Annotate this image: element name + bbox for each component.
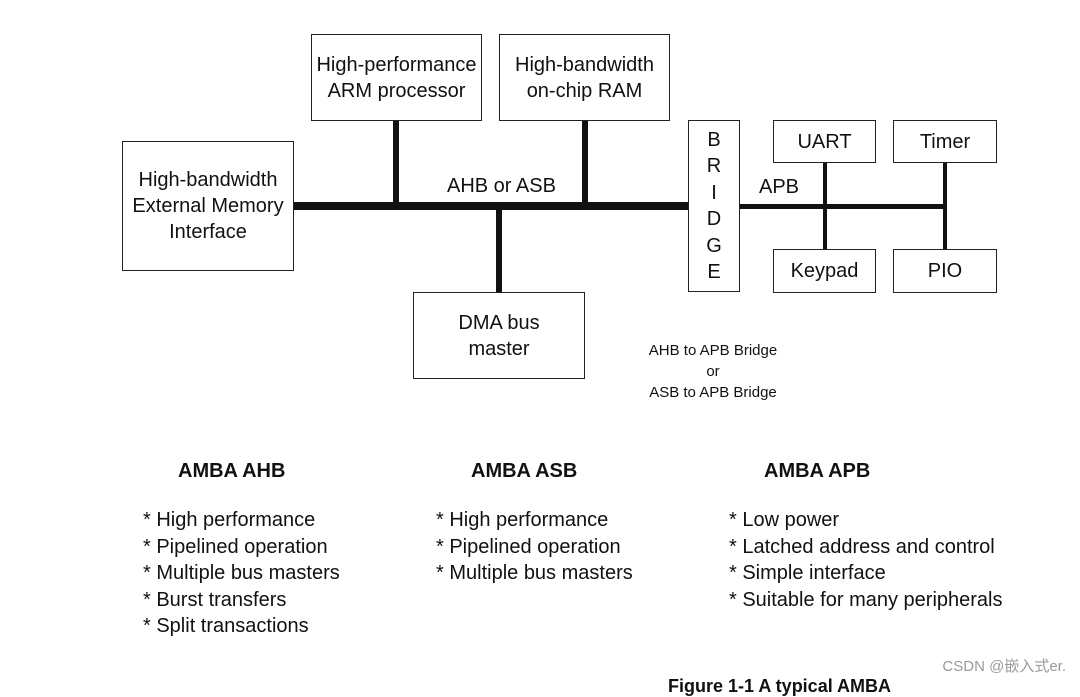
list-item: * Low power: [729, 509, 840, 531]
keypad-block: Keypad: [773, 249, 876, 293]
external-memory-label: High-bandwidth External Memory Interface: [132, 169, 284, 243]
keypad-label: Keypad: [790, 260, 859, 282]
list-item: * Simple interface: [729, 562, 886, 584]
arm-connector: [393, 120, 399, 208]
arm-processor-block: High-performance ARM processor: [311, 34, 482, 121]
list-item: * High performance: [436, 509, 609, 531]
bridge-letter: G: [706, 234, 722, 257]
arm-processor-label: High-performance ARM processor: [316, 53, 477, 102]
list-item: * Multiple bus masters: [143, 562, 340, 584]
bridge-letter: I: [711, 181, 717, 204]
column-title-asb: AMBA ASB: [471, 460, 578, 482]
list-item: * Split transactions: [143, 615, 309, 637]
uart-block: UART: [773, 120, 876, 163]
external-memory-block: High-bandwidth External Memory Interface: [122, 141, 294, 271]
figure-caption: Figure 1-1 A typical AMBA: [668, 676, 892, 696]
ahb-bus-label: AHB or ASB: [447, 175, 556, 197]
feature-list-asb: * High performance * Pipelined operation…: [436, 507, 633, 587]
column-title-apb: AMBA APB: [764, 460, 871, 482]
list-item: * Multiple bus masters: [436, 562, 633, 584]
pio-block: PIO: [893, 249, 997, 293]
bridge-letter: R: [706, 155, 722, 177]
apb-bus-label: APB: [759, 176, 800, 198]
dma-bus-master-label: DMA bus master: [458, 311, 540, 360]
bridge-letter: D: [706, 208, 722, 230]
apb-bus-line: [739, 204, 946, 209]
timer-pio-connector: [943, 162, 947, 250]
uart-keypad-connector: [823, 162, 827, 250]
column-title-ahb: AMBA AHB: [178, 460, 286, 482]
timer-block: Timer: [893, 120, 997, 163]
list-item: * Pipelined operation: [436, 535, 621, 558]
list-item: * Burst transfers: [143, 588, 287, 611]
feature-list-ahb: * High performance * Pipelined operation…: [143, 507, 340, 640]
list-item: * High performance: [143, 509, 316, 531]
timer-label: Timer: [919, 130, 971, 153]
list-item: * Pipelined operation: [143, 535, 328, 558]
ram-connector: [582, 120, 588, 208]
bridge-note: AHB to APB Bridge or ASB to APB Bridge: [648, 342, 778, 401]
bridge-block: B R I D G E: [688, 120, 740, 292]
list-item: * Latched address and control: [729, 535, 995, 558]
onchip-ram-block: High-bandwidth on-chip RAM: [499, 34, 670, 121]
pio-label: PIO: [927, 260, 963, 282]
bridge-letter: E: [707, 261, 721, 283]
dma-bus-master-block: DMA bus master: [413, 292, 585, 379]
uart-label: UART: [797, 130, 852, 153]
feature-list-apb: * Low power * Latched address and contro…: [729, 507, 1002, 613]
watermark: CSDN @嵌入式er.: [942, 658, 1066, 675]
ahb-bus-line: [294, 202, 688, 210]
onchip-ram-label: High-bandwidth on-chip RAM: [515, 53, 654, 102]
list-item: * Suitable for many peripherals: [729, 588, 1003, 611]
bridge-letter: B: [707, 128, 721, 151]
dma-connector: [496, 206, 502, 292]
